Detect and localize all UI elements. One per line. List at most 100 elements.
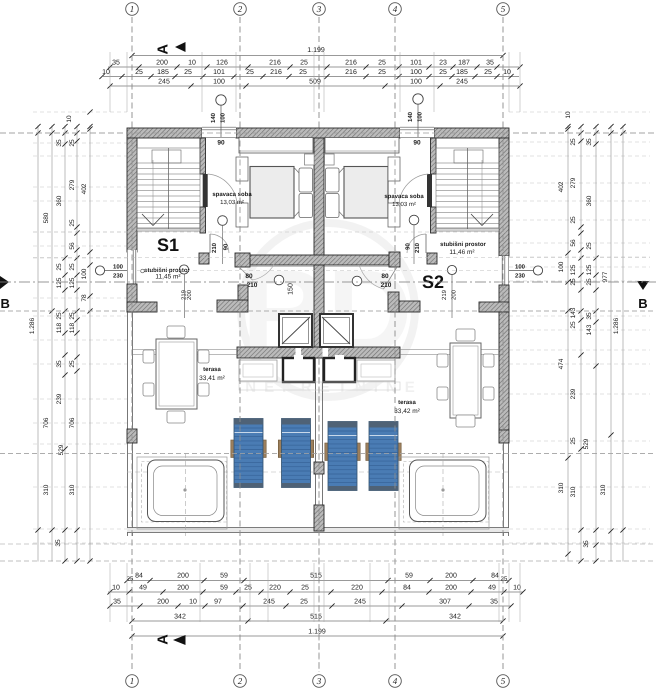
svg-text:35: 35 (586, 138, 593, 146)
svg-text:5: 5 (501, 4, 506, 14)
svg-text:245: 245 (456, 79, 468, 86)
svg-text:NEKRETNINE: NEKRETNINE (245, 379, 423, 396)
svg-text:529: 529 (58, 444, 65, 455)
svg-text:402: 402 (81, 183, 88, 194)
svg-text:245: 245 (354, 599, 366, 606)
svg-text:25: 25 (301, 585, 309, 592)
svg-text:150: 150 (288, 283, 295, 295)
svg-text:35: 35 (583, 540, 590, 548)
svg-text:515: 515 (310, 614, 322, 621)
svg-text:13,03 m²: 13,03 m² (220, 199, 244, 206)
svg-text:125: 125 (69, 277, 76, 288)
svg-text:stubišni prostor: stubišni prostor (440, 241, 486, 248)
svg-text:35: 35 (55, 539, 62, 547)
svg-text:360: 360 (56, 195, 63, 206)
svg-text:230: 230 (113, 273, 124, 280)
svg-text:580: 580 (43, 212, 50, 223)
svg-text:90: 90 (223, 243, 230, 250)
svg-text:230: 230 (515, 273, 526, 280)
svg-text:216: 216 (345, 60, 357, 67)
svg-text:B: B (638, 296, 647, 311)
svg-text:239: 239 (570, 388, 577, 399)
svg-text:terasa: terasa (203, 367, 221, 373)
svg-text:200: 200 (157, 599, 169, 606)
svg-text:307: 307 (439, 599, 451, 606)
svg-text:100: 100 (410, 69, 422, 76)
svg-text:11,46 m²: 11,46 m² (449, 249, 475, 256)
svg-text:474: 474 (558, 358, 565, 369)
svg-text:216: 216 (269, 60, 281, 67)
svg-text:100: 100 (213, 79, 225, 86)
svg-text:10: 10 (189, 599, 197, 606)
svg-text:100: 100 (515, 264, 526, 271)
svg-text:1.286: 1.286 (613, 317, 620, 334)
svg-text:100: 100 (81, 268, 88, 279)
svg-text:200: 200 (186, 289, 193, 300)
svg-text:25: 25 (299, 69, 307, 76)
svg-text:10: 10 (188, 60, 196, 67)
svg-text:210: 210 (381, 282, 392, 289)
svg-text:342: 342 (449, 614, 461, 621)
svg-text:78: 78 (81, 294, 88, 302)
svg-text:25: 25 (56, 312, 63, 320)
svg-text:25: 25 (586, 242, 593, 250)
svg-text:185: 185 (157, 69, 169, 76)
svg-text:140: 140 (407, 111, 414, 122)
svg-text:84: 84 (491, 573, 499, 580)
svg-text:143: 143 (570, 307, 577, 318)
svg-text:118: 118 (56, 322, 63, 333)
svg-text:200: 200 (445, 573, 457, 580)
svg-text:10: 10 (565, 111, 572, 119)
svg-text:515: 515 (310, 573, 322, 580)
svg-text:10: 10 (112, 585, 120, 592)
svg-text:25: 25 (246, 69, 254, 76)
svg-text:100: 100 (220, 112, 227, 123)
svg-text:4: 4 (393, 676, 398, 686)
svg-text:100: 100 (558, 261, 565, 272)
svg-text:56: 56 (69, 242, 76, 250)
svg-text:11,45 m²: 11,45 m² (155, 274, 181, 281)
svg-text:185: 185 (456, 69, 468, 76)
svg-text:25: 25 (484, 69, 492, 76)
svg-text:84: 84 (403, 585, 411, 592)
svg-text:25: 25 (378, 69, 386, 76)
svg-text:80: 80 (381, 273, 389, 280)
svg-text:200: 200 (445, 585, 457, 592)
svg-text:35: 35 (56, 139, 63, 147)
svg-text:1.286: 1.286 (29, 317, 36, 334)
svg-text:25: 25 (378, 60, 386, 67)
svg-text:279: 279 (570, 177, 577, 188)
svg-text:33,41 m²: 33,41 m² (199, 375, 225, 382)
svg-text:25: 25 (135, 69, 143, 76)
svg-text:2: 2 (238, 4, 243, 14)
svg-text:25: 25 (69, 263, 76, 271)
svg-text:310: 310 (570, 486, 577, 497)
svg-text:33,42 m²: 33,42 m² (394, 408, 420, 415)
svg-text:35: 35 (56, 360, 63, 368)
svg-text:1.199: 1.199 (308, 629, 326, 636)
svg-text:35: 35 (486, 60, 494, 67)
svg-text:143: 143 (586, 324, 593, 335)
svg-text:210: 210 (414, 242, 421, 253)
svg-text:25: 25 (69, 219, 76, 227)
svg-text:B: B (1, 296, 10, 311)
svg-text:216: 216 (345, 69, 357, 76)
svg-text:220: 220 (351, 585, 363, 592)
svg-text:200: 200 (156, 60, 168, 67)
svg-text:200: 200 (177, 573, 189, 580)
svg-text:310: 310 (69, 484, 76, 495)
svg-text:509: 509 (309, 79, 321, 86)
svg-text:140: 140 (210, 112, 217, 123)
svg-text:3: 3 (316, 4, 322, 14)
svg-text:25: 25 (127, 576, 134, 583)
svg-text:100: 100 (417, 111, 424, 122)
svg-text:239: 239 (56, 393, 63, 404)
svg-text:1: 1 (130, 4, 135, 14)
svg-text:49: 49 (139, 585, 147, 592)
svg-text:4: 4 (393, 4, 398, 14)
svg-text:84: 84 (135, 573, 143, 580)
svg-text:25: 25 (300, 599, 308, 606)
svg-text:13,03 m²: 13,03 m² (392, 201, 416, 208)
svg-text:1.199: 1.199 (307, 47, 325, 54)
svg-text:360: 360 (586, 195, 593, 206)
